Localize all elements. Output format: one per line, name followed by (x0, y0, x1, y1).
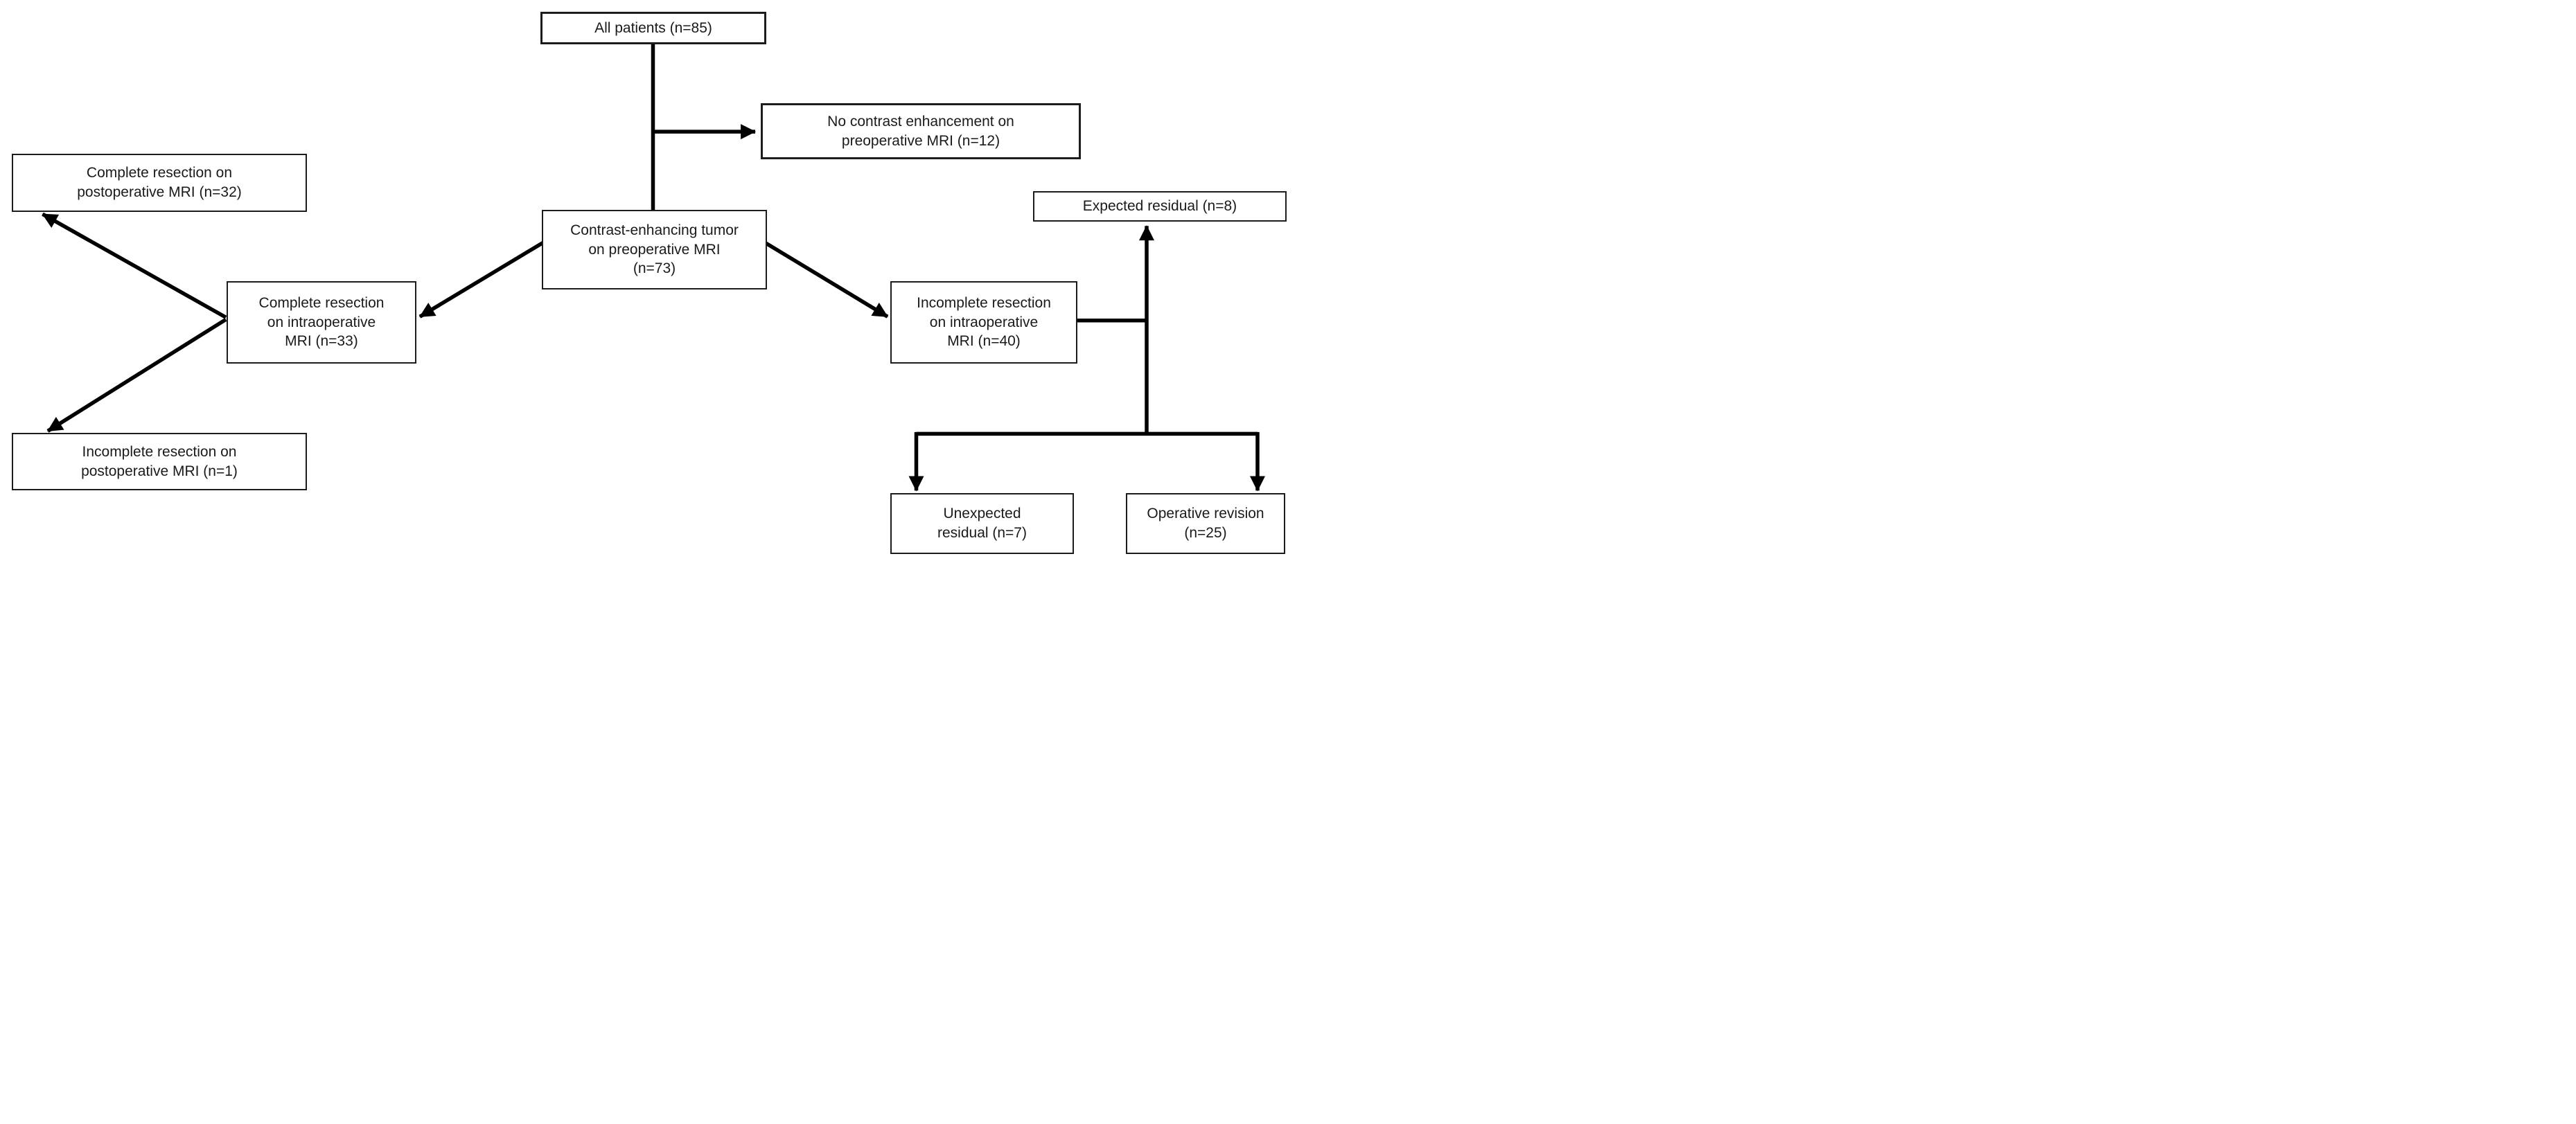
node-operative-revision-label: Operative revision (n=25) (1147, 506, 1264, 541)
node-complete-resection-intraop-label: Complete resection on intraoperative MRI… (258, 294, 385, 350)
edge-complete-intraop-to-complete-postop (42, 212, 227, 319)
node-no-contrast-enhancement-label: No contrast enhancement on preoperative … (827, 113, 1014, 149)
edge-contrast-tumor-to-incomplete-intraop (764, 240, 889, 319)
node-complete-resection-intraop: Complete resection on intraoperative MRI… (227, 281, 416, 364)
node-expected-residual: Expected residual (n=8) (1033, 191, 1287, 222)
edge-complete-intraop-to-incomplete-postop (46, 317, 227, 433)
node-expected-residual-label: Expected residual (n=8) (1082, 198, 1237, 215)
node-contrast-enhancing-tumor: Contrast-enhancing tumor on preoperative… (542, 210, 767, 289)
node-unexpected-residual: Unexpected residual (n=7) (890, 493, 1074, 554)
node-incomplete-resection-postop-label: Incomplete resection on postoperative MR… (81, 443, 238, 479)
node-complete-resection-postop: Complete resection on postoperative MRI … (12, 154, 307, 212)
node-incomplete-resection-intraop: Incomplete resection on intraoperative M… (890, 281, 1077, 364)
node-all-patients: All patients (n=85) (540, 12, 766, 44)
node-contrast-enhancing-tumor-label: Contrast-enhancing tumor on preoperative… (570, 222, 739, 277)
edge-contrast-tumor-to-complete-intraop (418, 240, 545, 319)
connector-lines (42, 44, 1265, 492)
node-all-patients-label: All patients (n=85) (594, 19, 712, 36)
node-unexpected-residual-label: Unexpected residual (n=7) (937, 506, 1027, 541)
patient-flowchart: All patients (n=85) No contrast enhancem… (0, 0, 1288, 562)
node-no-contrast-enhancement: No contrast enhancement on preoperative … (761, 103, 1081, 159)
node-complete-resection-postop-label: Complete resection on postoperative MRI … (77, 165, 242, 200)
node-incomplete-resection-intraop-label: Incomplete resection on intraoperative M… (917, 294, 1051, 350)
node-incomplete-resection-postop: Incomplete resection on postoperative MR… (12, 433, 307, 490)
node-operative-revision: Operative revision (n=25) (1126, 493, 1285, 554)
